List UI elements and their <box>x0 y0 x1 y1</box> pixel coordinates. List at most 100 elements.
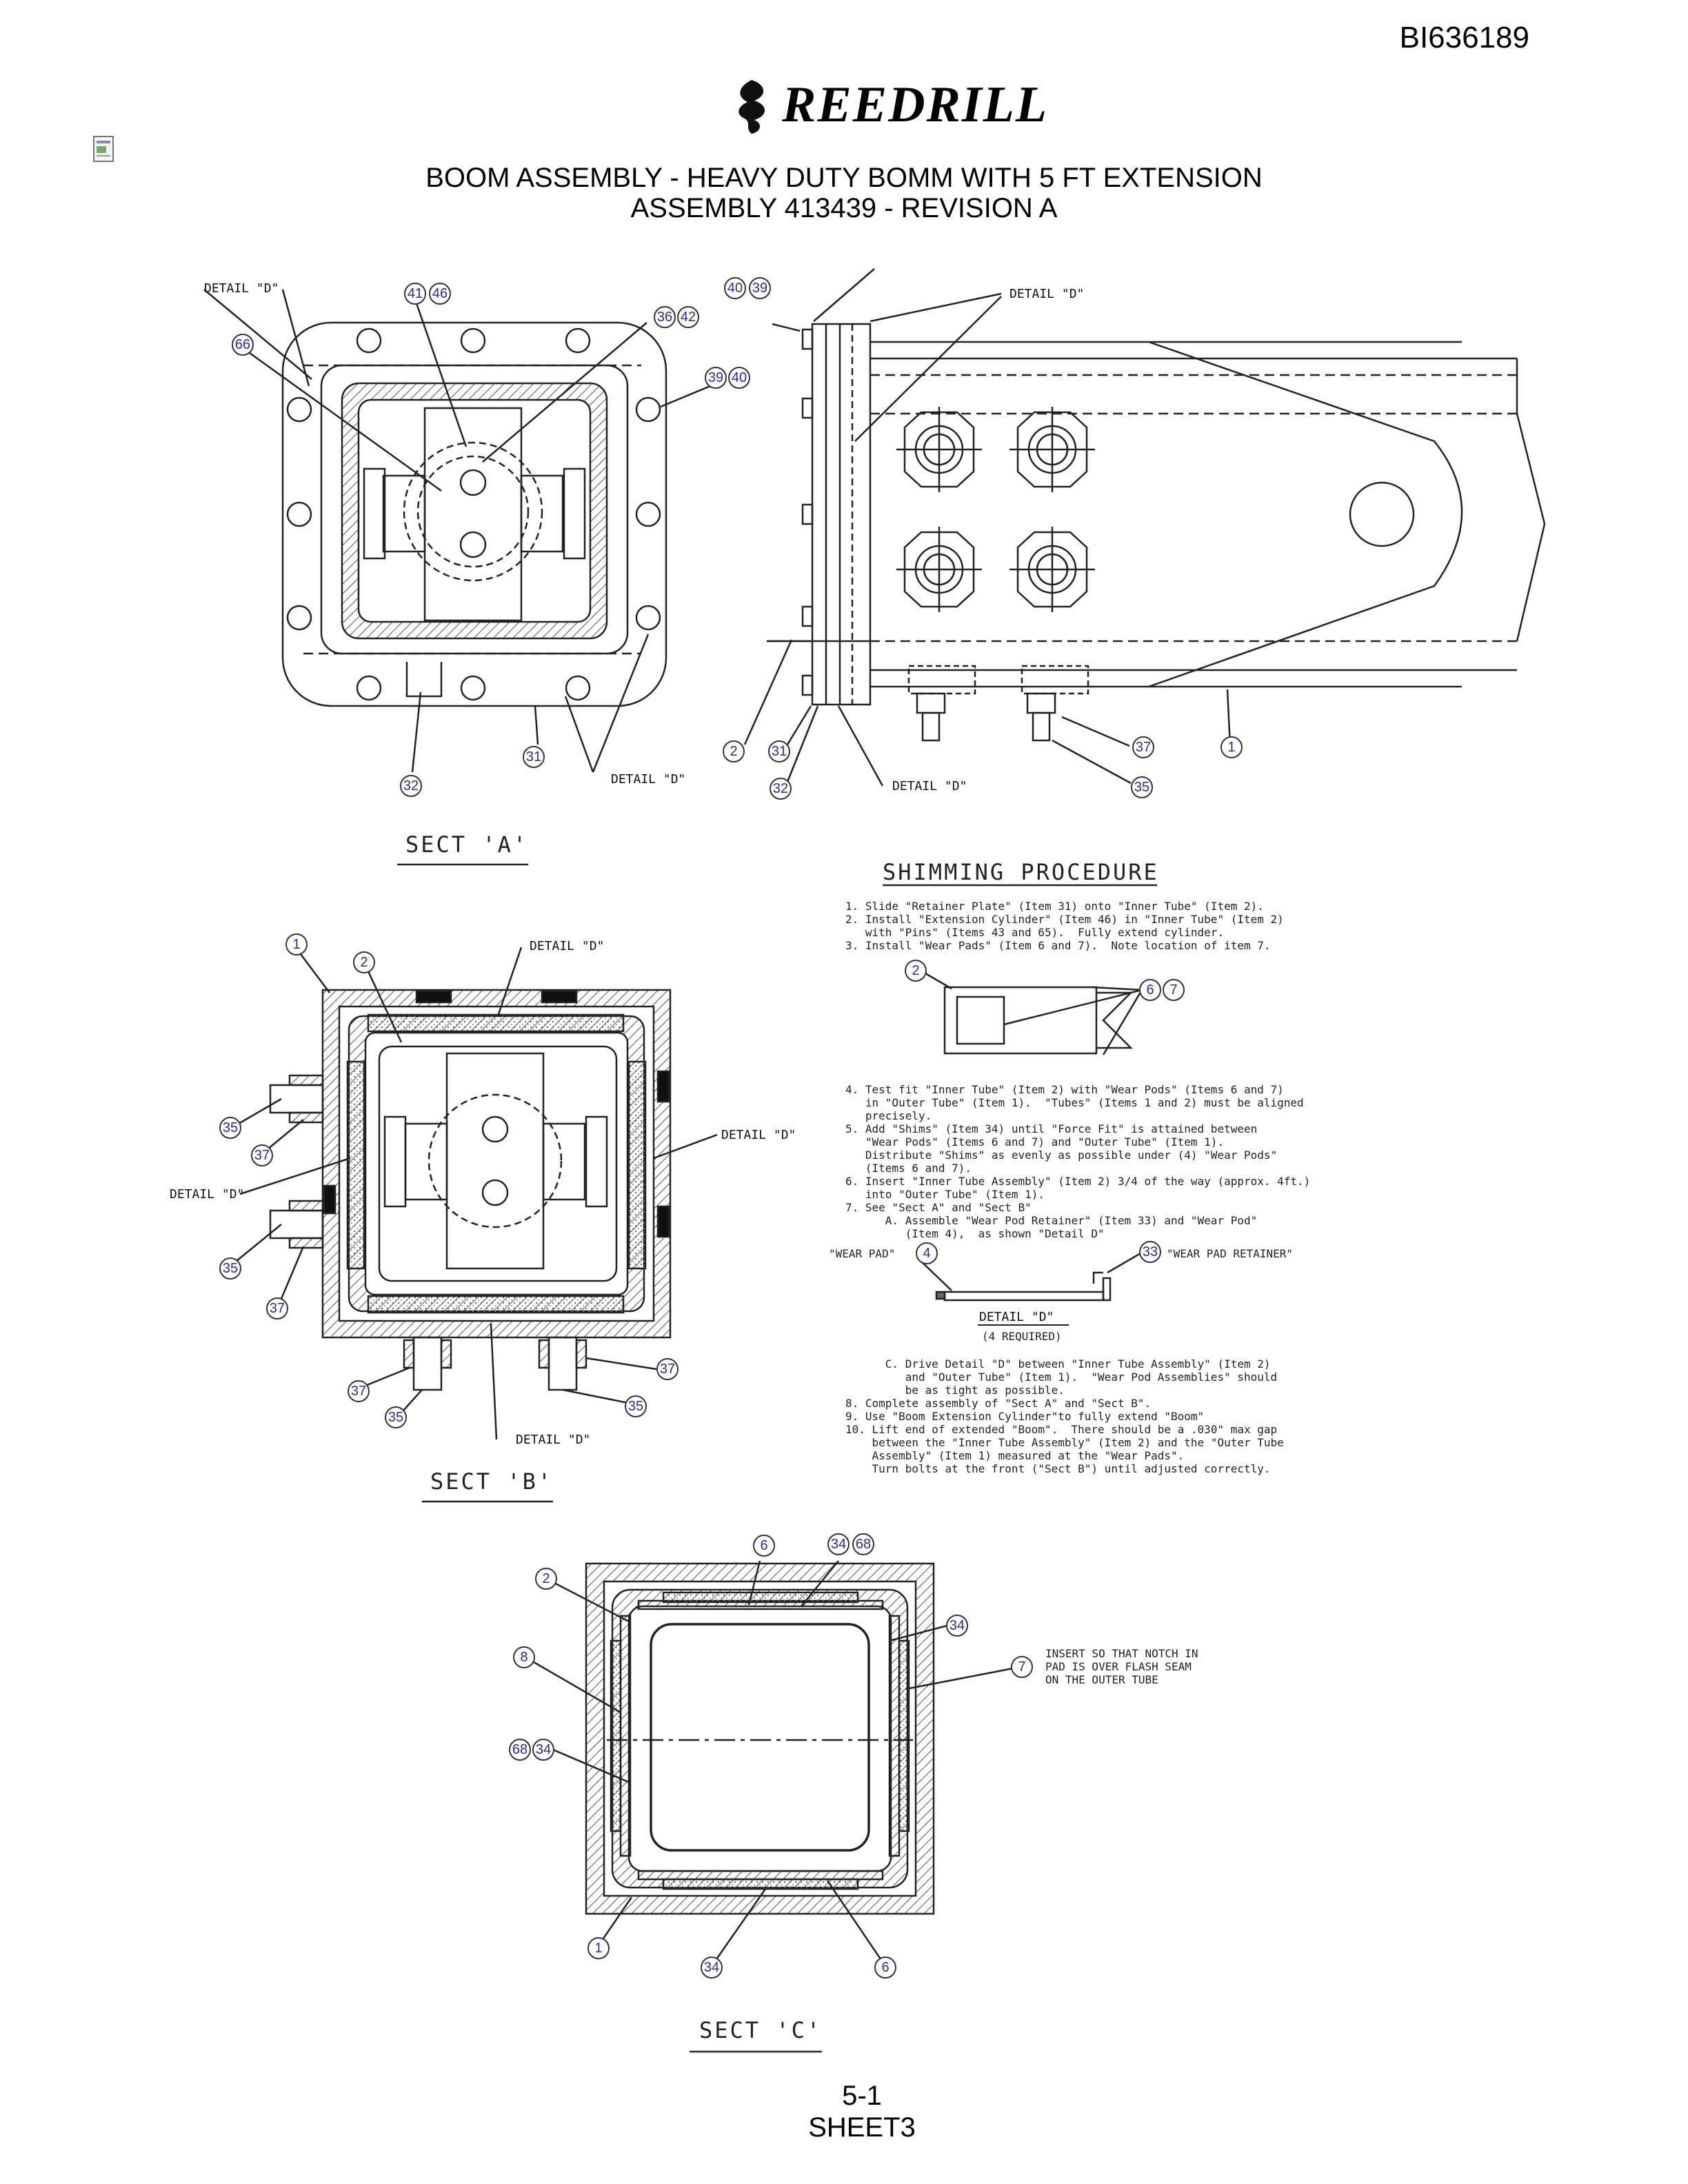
insert-note-line: PAD IS OVER FLASH SEAM <box>1045 1660 1192 1673</box>
procedure-line: 7. See "Sect A" and "Sect B" <box>845 1201 1032 1214</box>
procedure-steps-7c-10: C. Drive Detail "D" between "Inner Tube … <box>845 1357 1284 1475</box>
svg-text:37: 37 <box>1136 740 1151 755</box>
drill-bit-icon <box>738 80 765 134</box>
item-balloon: 32 <box>400 775 422 797</box>
svg-text:35: 35 <box>223 1261 238 1276</box>
svg-text:33: 33 <box>1143 1244 1158 1260</box>
balloon-group-sect-a: 41 46 36 42 66 39 40 32 31 <box>232 283 750 797</box>
procedure-heading: SHIMMING PROCEDURE <box>883 859 1159 885</box>
item-balloon: 35 <box>625 1395 647 1417</box>
side-elevation-view <box>743 268 1546 787</box>
svg-text:1: 1 <box>292 937 300 952</box>
svg-text:66: 66 <box>235 337 250 352</box>
section-b-title: SECT 'B' <box>430 1468 553 1495</box>
hex-bolt-pattern <box>896 407 1095 612</box>
item-balloon: 32 <box>770 778 792 800</box>
item-balloon: 37 <box>1132 736 1154 758</box>
drawing-subtitle: ASSEMBLY 413439 - REVISION A <box>630 193 1058 223</box>
item-balloon: 35 <box>219 1257 241 1280</box>
procedure-line: between the "Inner Tube Assembly" (Item … <box>845 1436 1284 1449</box>
item-balloon: 34 <box>532 1739 554 1761</box>
svg-text:32: 32 <box>773 781 788 796</box>
item-balloon: 37 <box>266 1297 288 1320</box>
svg-text:41: 41 <box>408 286 423 301</box>
svg-text:35: 35 <box>1134 780 1149 795</box>
detail-d-label: DETAIL "D" <box>170 1187 244 1202</box>
detail-d-label: DETAIL "D" <box>1009 287 1084 301</box>
item-balloon: 37 <box>656 1358 679 1380</box>
section-c-view <box>525 1560 1021 1967</box>
item-balloon: 6 <box>874 1957 896 1979</box>
inner-tube-sketch <box>925 972 1143 1055</box>
sheet-number: SHEET3 <box>808 2112 916 2143</box>
section-a-view <box>203 289 711 773</box>
item-balloon: 40 <box>728 367 750 389</box>
item-balloon: 36 <box>654 306 676 328</box>
procedure-line: 2. Install "Extension Cylinder" (Item 46… <box>845 913 1284 926</box>
item-balloon: 34 <box>946 1615 968 1637</box>
svg-text:68: 68 <box>512 1742 528 1757</box>
item-balloon: 46 <box>429 283 451 305</box>
item-balloon: 7 <box>1011 1656 1033 1678</box>
svg-text:34: 34 <box>704 1960 719 1975</box>
section-c-title: SECT 'C' <box>699 2017 822 2043</box>
svg-text:2: 2 <box>360 955 368 970</box>
svg-text:40: 40 <box>732 370 747 385</box>
item-balloon: 39 <box>749 277 771 299</box>
svg-text:2: 2 <box>912 963 919 978</box>
insert-note-line: ON THE OUTER TUBE <box>1045 1673 1158 1686</box>
item-balloon: 33 <box>1139 1241 1161 1263</box>
page-number: 5-1 <box>842 2081 882 2111</box>
item-balloon: 1 <box>285 933 308 956</box>
svg-text:35: 35 <box>628 1399 643 1414</box>
detail-d-label: DETAIL "D" <box>516 1433 590 1447</box>
procedure-line: C. Drive Detail "D" between "Inner Tube … <box>845 1357 1271 1371</box>
procedure-line: be as tight as possible. <box>845 1384 1065 1397</box>
insert-note: INSERT SO THAT NOTCH IN PAD IS OVER FLAS… <box>1045 1647 1198 1686</box>
svg-text:34: 34 <box>536 1742 551 1757</box>
item-balloon: 8 <box>513 1646 535 1668</box>
balloon-group-sect-b: 1 2 35 37 35 37 37 35 37 35 <box>219 933 679 1428</box>
item-balloon: 31 <box>523 746 545 768</box>
svg-text:1: 1 <box>1227 740 1235 755</box>
svg-text:2: 2 <box>730 744 737 759</box>
item-balloon: 42 <box>677 306 699 328</box>
procedure-line: (Item 4), as shown "Detail D" <box>845 1227 1105 1240</box>
svg-text:2: 2 <box>542 1571 550 1586</box>
item-balloon: 66 <box>232 334 254 356</box>
item-balloon: 37 <box>251 1144 273 1166</box>
svg-text:35: 35 <box>223 1120 238 1135</box>
procedure-line: and "Outer Tube" (Item 1). "Wear Pod Ass… <box>845 1371 1277 1384</box>
procedure-line: 10. Lift end of extended "Boom". There s… <box>845 1423 1277 1436</box>
svg-text:42: 42 <box>681 310 696 325</box>
balloon-group-procedure: 2 6 7 <box>905 960 1185 1001</box>
reedrill-logo: REEDRILL <box>724 74 1047 136</box>
svg-text:39: 39 <box>708 370 723 385</box>
item-balloon: 68 <box>852 1533 874 1555</box>
procedure-line: Turn bolts at the front ("Sect B") until… <box>845 1462 1271 1475</box>
item-balloon: 41 <box>404 283 426 305</box>
detail-d-label: DETAIL "D" <box>721 1128 796 1142</box>
detail-d-label: DETAIL "D" <box>611 772 685 787</box>
procedure-line: Assembly" (Item 1) measured at the "Wear… <box>845 1449 1184 1462</box>
svg-text:34: 34 <box>831 1537 846 1552</box>
item-balloon: 68 <box>509 1739 531 1761</box>
section-a-title: SECT 'A' <box>405 831 528 858</box>
procedure-line: (Items 6 and 7). <box>845 1162 972 1175</box>
item-balloon: 31 <box>768 740 790 762</box>
procedure-line: 5. Add "Shims" (Item 34) until "Force Fi… <box>845 1122 1257 1135</box>
svg-text:7: 7 <box>1169 982 1177 998</box>
procedure-line: into "Outer Tube" (Item 1). <box>845 1188 1045 1201</box>
logo-wordmark: REEDRILL <box>782 77 1049 133</box>
svg-text:40: 40 <box>727 281 743 296</box>
svg-text:37: 37 <box>270 1301 285 1316</box>
document-icon[interactable] <box>91 135 116 163</box>
svg-text:35: 35 <box>388 1410 403 1425</box>
insert-note-line: INSERT SO THAT NOTCH IN <box>1045 1647 1198 1660</box>
svg-text:37: 37 <box>351 1384 366 1399</box>
item-balloon: 2 <box>723 740 745 762</box>
balloon-group-sect-c: 6 34 68 2 34 8 7 68 34 1 34 6 <box>509 1533 1033 1979</box>
item-balloon: 1 <box>587 1937 610 1959</box>
svg-text:37: 37 <box>660 1362 675 1377</box>
